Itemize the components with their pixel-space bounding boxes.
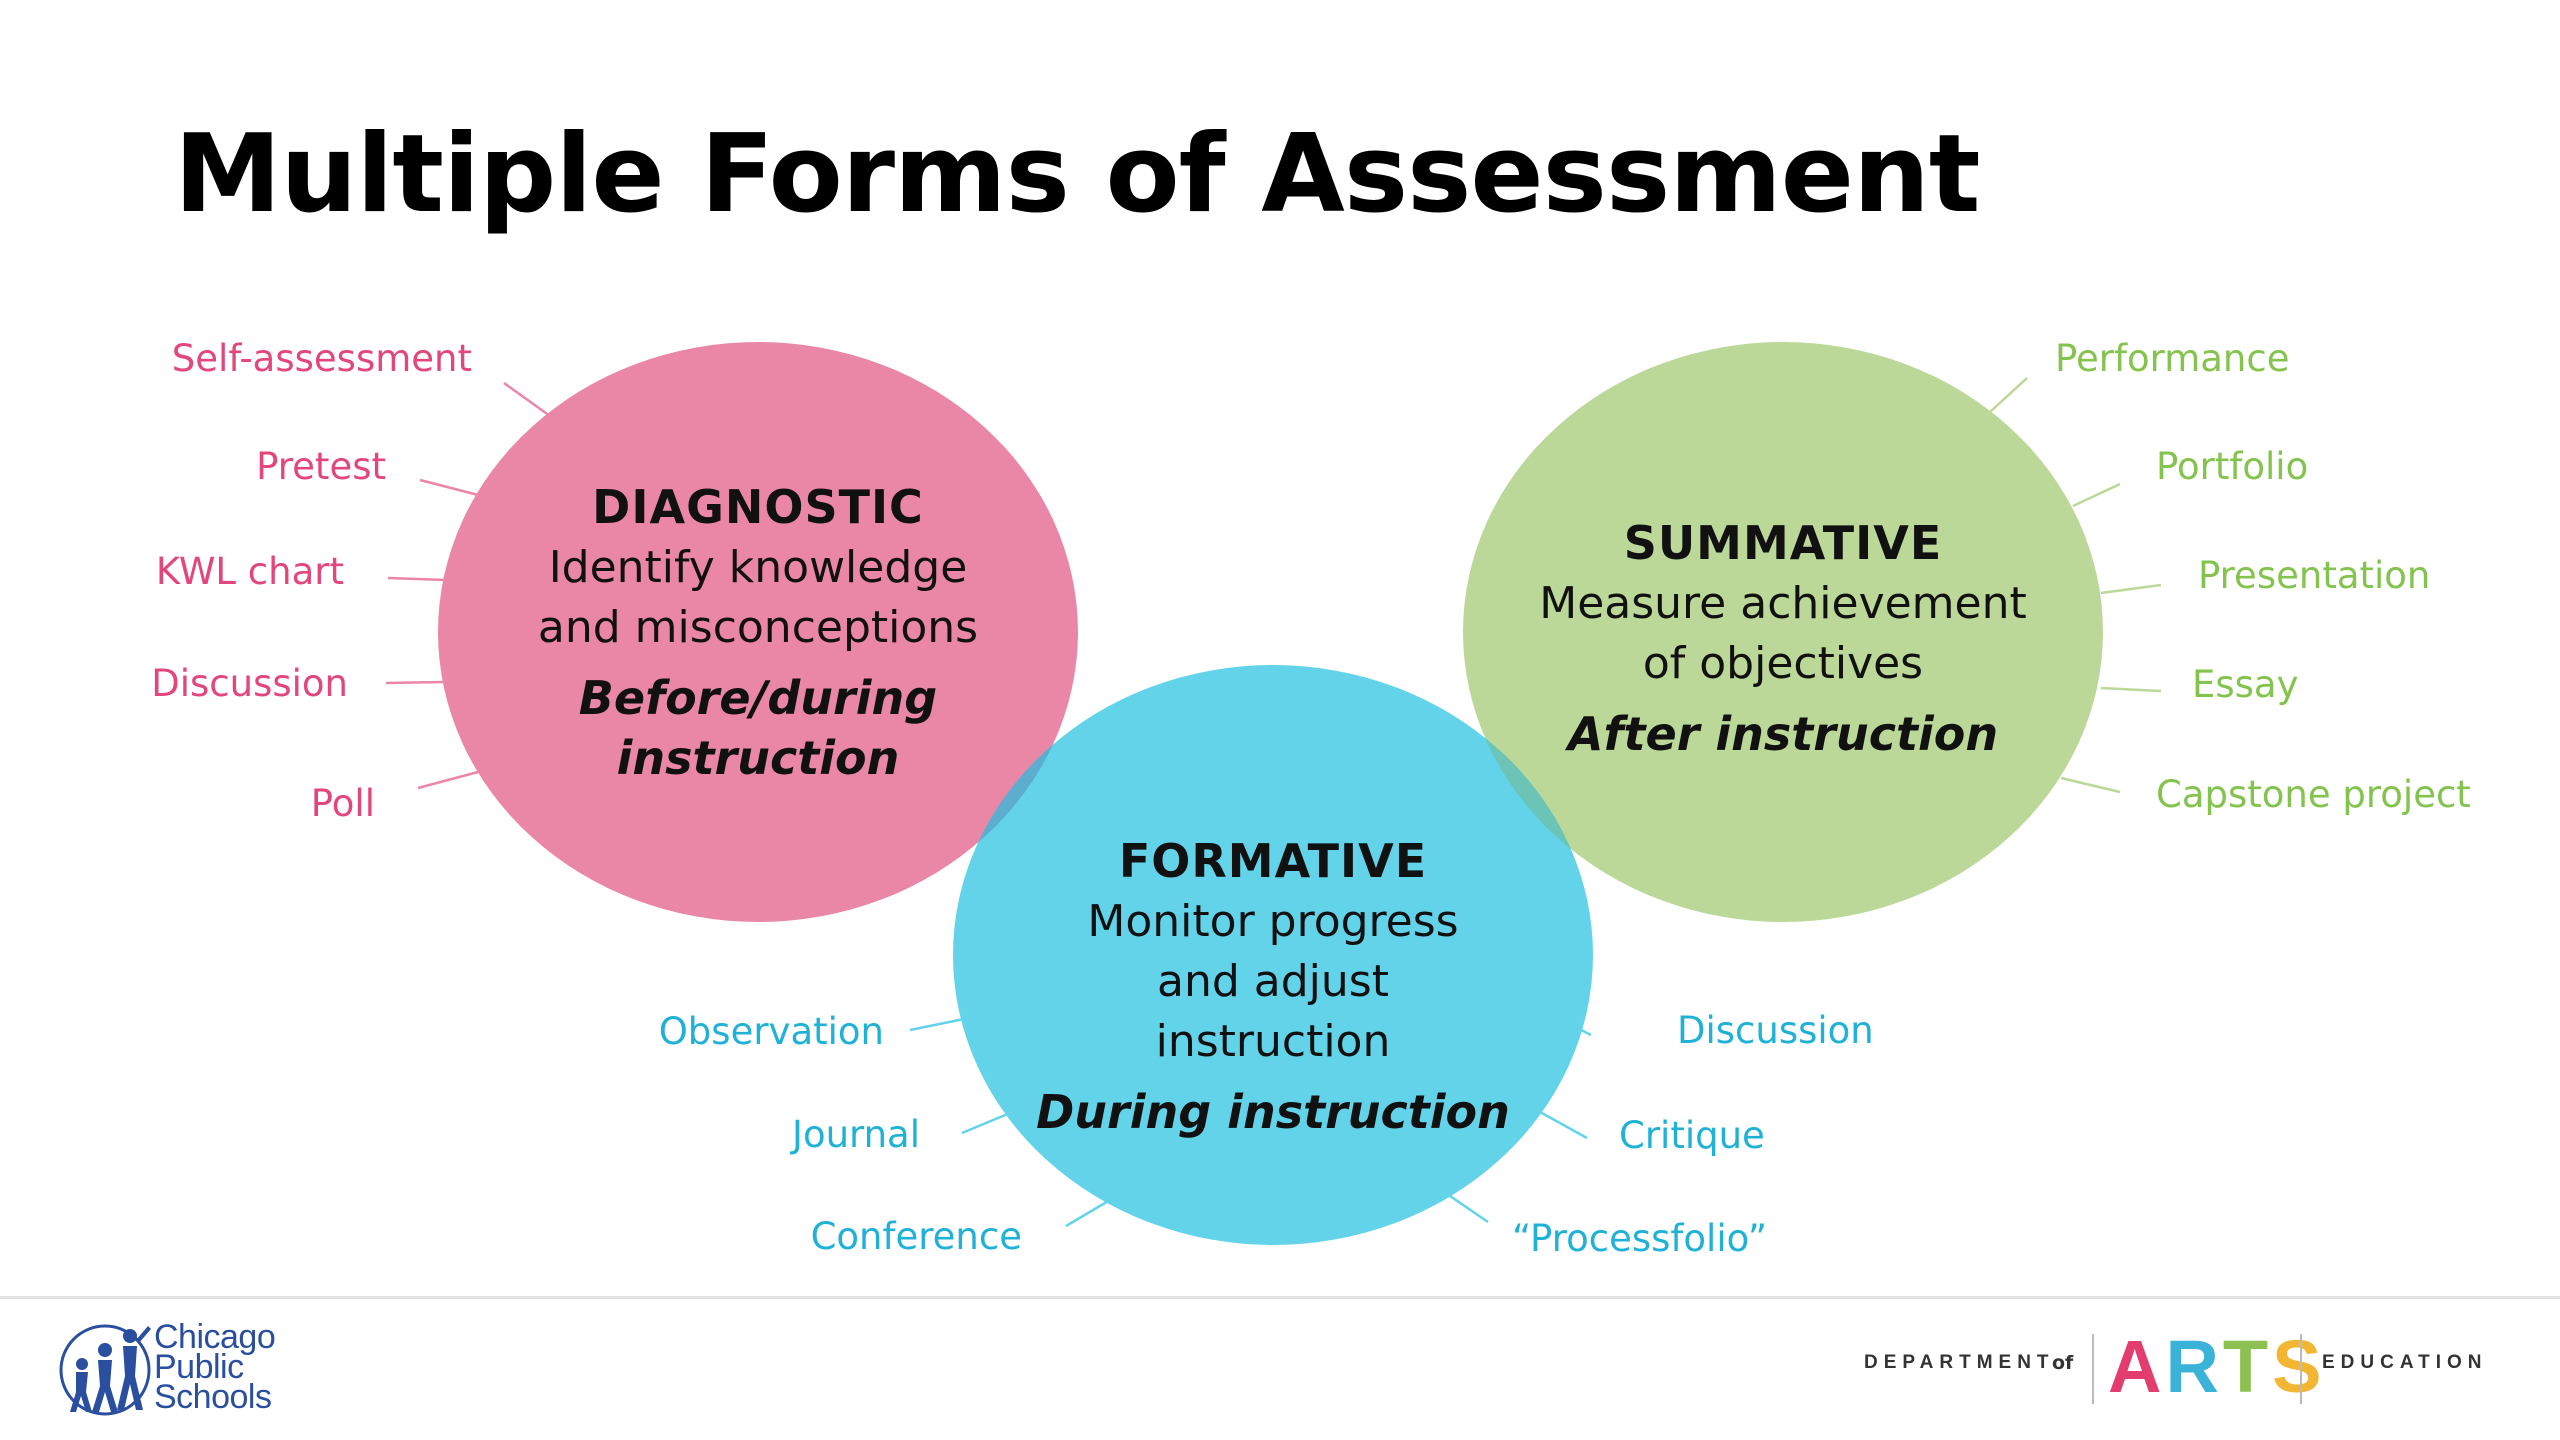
connector-line [2072, 482, 2121, 508]
connector-line [419, 478, 483, 498]
connector-line [2100, 686, 2162, 693]
arts-letter: T [2222, 1325, 2273, 1408]
formative-example: Discussion [1677, 1009, 1874, 1052]
connector-line [385, 680, 445, 685]
formative-example: Conference [810, 1215, 1022, 1258]
diagnostic-example: Discussion [151, 662, 348, 705]
diagnostic-example: Pretest [256, 445, 386, 488]
diagnostic-heading: DIAGNOSTIC [592, 480, 924, 534]
connector-line [1989, 377, 2028, 413]
connector-line [909, 1017, 965, 1032]
connector-line [1065, 1198, 1111, 1228]
diagnostic-connectors [385, 381, 551, 790]
formative-heading: FORMATIVE [1118, 834, 1428, 888]
diagnostic-text: DIAGNOSTIC Identify knowledge and miscon… [538, 476, 978, 788]
summative-desc-line2: of objectives [1642, 638, 1924, 689]
summative-text: SUMMATIVE Measure achievement of objecti… [1539, 512, 2027, 764]
cps-line1: Chicago [154, 1318, 276, 1356]
cps-line3: Schools [154, 1378, 272, 1416]
footer-separator [2300, 1334, 2302, 1404]
connector-line [961, 1111, 1011, 1135]
diagnostic-example: KWL chart [155, 550, 344, 593]
summative-heading: SUMMATIVE [1623, 516, 1943, 570]
page-title: Multiple Forms of Assessment [174, 112, 1981, 237]
connector-line [1449, 1194, 1489, 1224]
summative-circle [1463, 342, 2103, 922]
education-label: EDUCATION [2322, 1352, 2488, 1373]
formative-timing: During instruction [1036, 1085, 1510, 1139]
formative-circle [953, 665, 1593, 1245]
diagnostic-timing-line2: instruction [616, 731, 900, 785]
cps-figures-icon [59, 1324, 151, 1416]
formative-example: Observation [658, 1010, 884, 1053]
summative-example: Portfolio [2156, 445, 2309, 488]
connector-line [417, 770, 479, 790]
footer-separator [2092, 1334, 2094, 1404]
arts-letter: A [2108, 1325, 2166, 1408]
diagnostic-desc-line1: Identify knowledge [548, 542, 968, 593]
arts-letter: R [2165, 1325, 2223, 1408]
connector-line [2100, 583, 2162, 595]
formative-desc-line2: and adjust [1157, 956, 1389, 1007]
formative-text: FORMATIVE Monitor progress and adjust in… [1036, 830, 1510, 1142]
cps-line2: Public [154, 1348, 244, 1386]
cps-logo-text: Chicago Public Schools [154, 1318, 276, 1416]
connector-line [2060, 776, 2121, 794]
formative-example: Critique [1619, 1114, 1765, 1157]
formative-desc-line3: instruction [1155, 1016, 1391, 1067]
summative-connectors [1989, 377, 2162, 794]
footer-divider [0, 1296, 2560, 1299]
diagnostic-circle [438, 342, 1078, 922]
diagnostic-timing-line1: Before/during [578, 671, 938, 725]
connector-line [387, 576, 447, 582]
department-of-label: of [2052, 1352, 2074, 1374]
summative-example: Presentation [2198, 554, 2431, 597]
diagnostic-desc-line2: and misconceptions [537, 602, 979, 653]
summative-example: Essay [2192, 663, 2299, 706]
summative-timing: After instruction [1567, 707, 1999, 761]
summative-desc-line1: Measure achievement [1539, 578, 2027, 629]
formative-desc-line1: Monitor progress [1087, 896, 1459, 947]
summative-example: Performance [2055, 337, 2290, 380]
arts-wordmark: ARTS [2108, 1322, 2325, 1412]
diagnostic-example: Poll [310, 782, 375, 825]
arts-letter: S [2272, 1325, 2326, 1408]
connector-line [503, 381, 551, 418]
summative-example: Capstone project [2156, 773, 2471, 816]
formative-example: Journal [792, 1113, 920, 1156]
diagnostic-example: Self-assessment [171, 337, 472, 380]
formative-example: “Processfolio” [1512, 1217, 1768, 1260]
connector-line [1539, 1110, 1588, 1140]
department-label: DEPARTMENT [1864, 1352, 2055, 1373]
